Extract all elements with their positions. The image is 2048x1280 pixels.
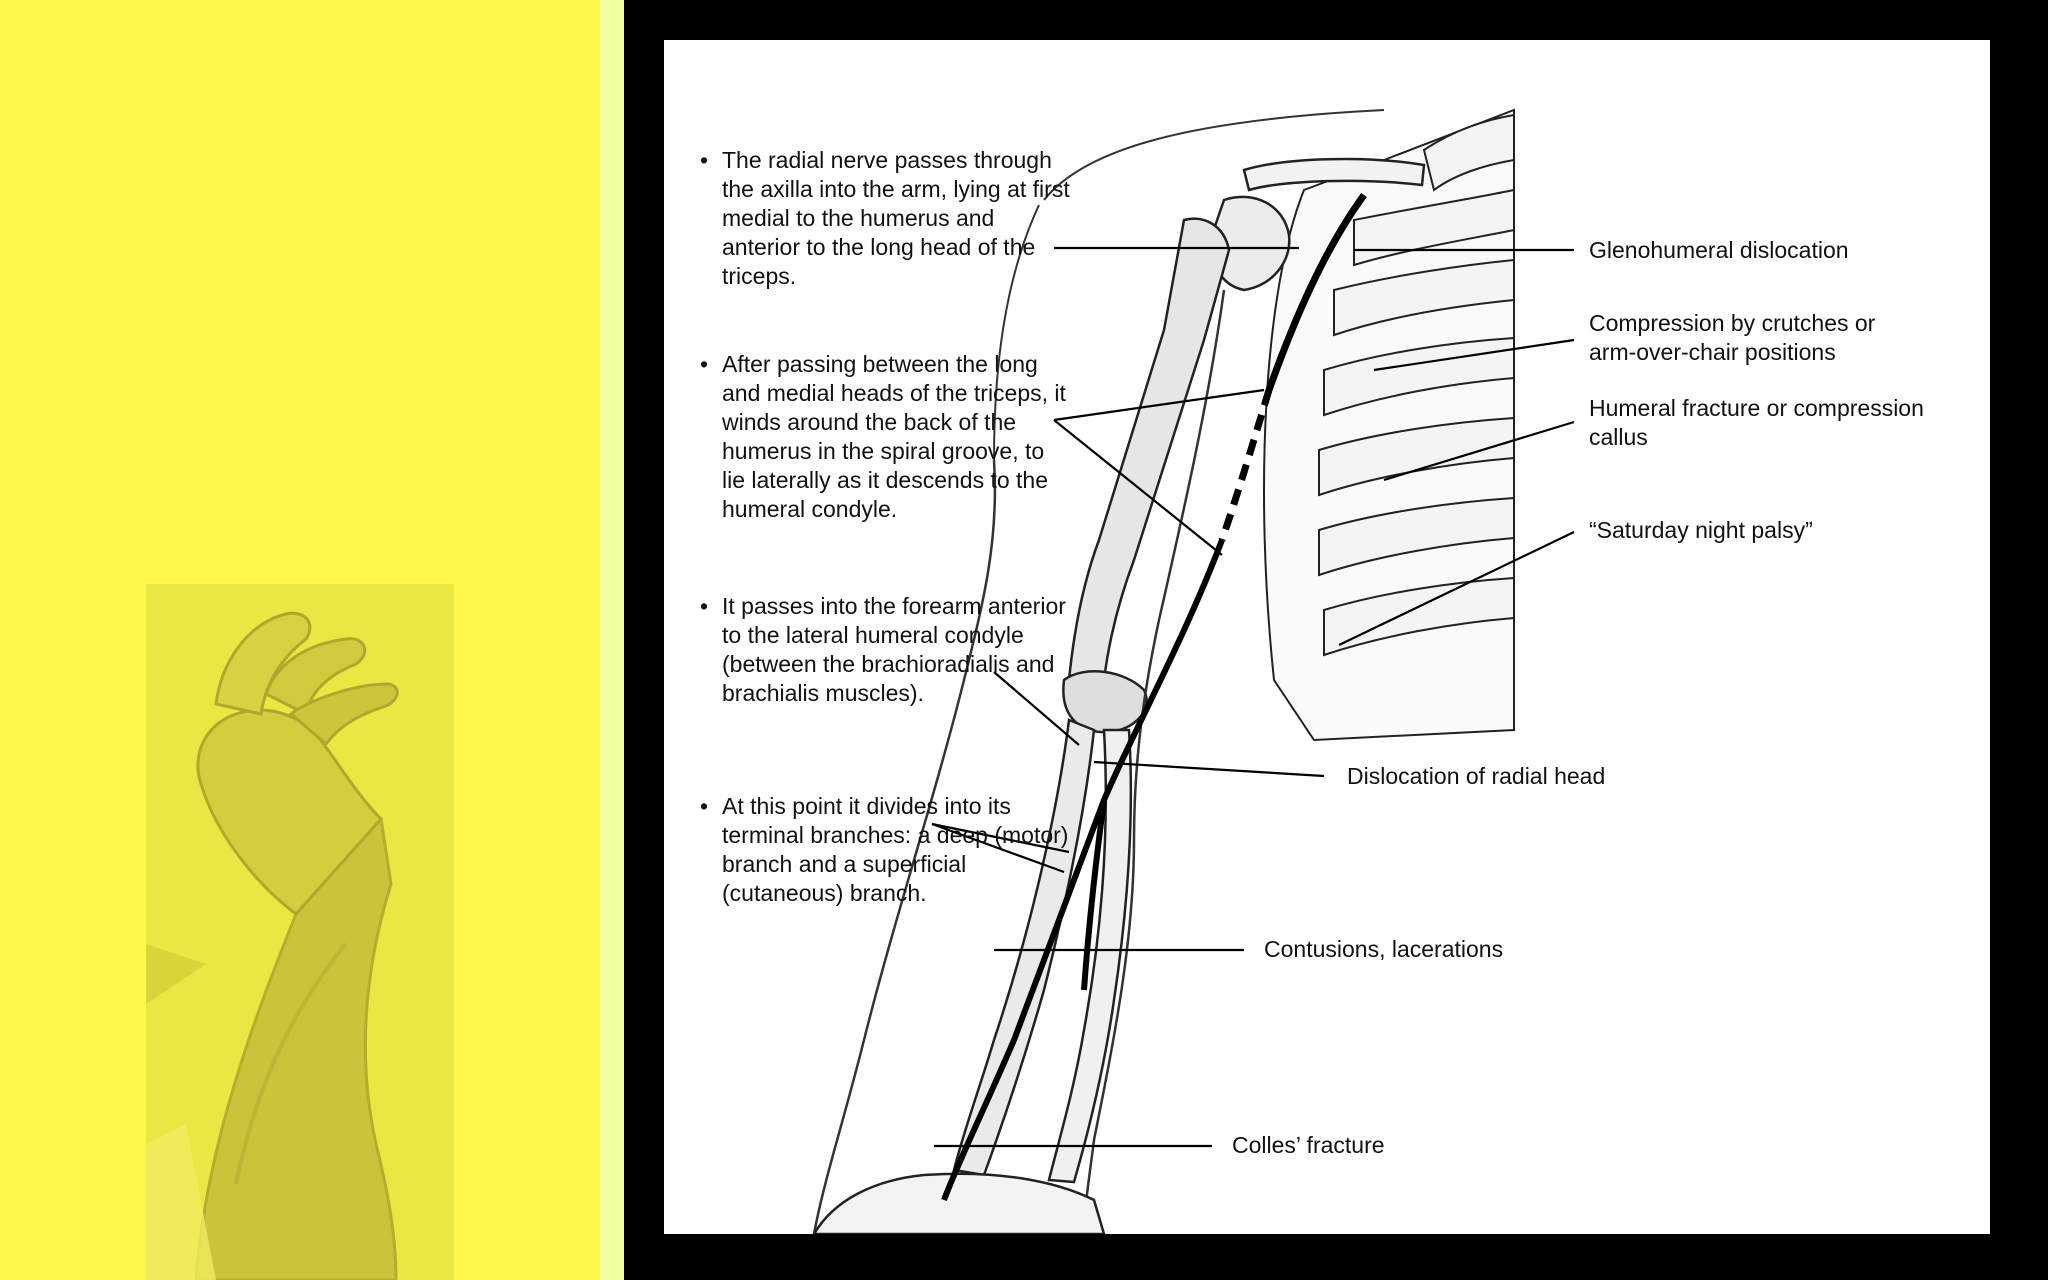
ulna-bone (1047, 728, 1133, 1184)
radial-nerve-deep-branch (1081, 799, 1107, 991)
note-pointer-lines (931, 246, 1299, 874)
radial-nerve-forearm (941, 538, 1225, 1202)
humerus-bone (1067, 217, 1231, 682)
arm-outline-medial (1082, 289, 1226, 1234)
bullet: • (700, 351, 709, 377)
callout-contusions: Contusions, lacerations (1264, 936, 1504, 962)
shoulder-girdle (993, 109, 1426, 461)
radial-nerve-path (1265, 192, 1367, 392)
note-branches: • At this point it divides into its term… (700, 793, 1069, 906)
callout-crutches-line-2: arm-over-chair positions (1589, 339, 1836, 365)
pale-divider-strip (600, 0, 624, 1280)
callout-saturday-night-palsy: “Saturday night palsy” (1589, 517, 1813, 543)
note-axilla: • The radial nerve passes through the ax… (700, 147, 1070, 289)
bullet: • (700, 147, 709, 173)
arm-outline (812, 459, 997, 1234)
callout-glenohumeral: Glenohumeral dislocation (1589, 237, 1849, 263)
radial-nerve-diagram: • The radial nerve passes through the ax… (664, 40, 1990, 1234)
callout-colles-fracture: Colles’ fracture (1232, 1132, 1385, 1158)
rib-cage (1263, 108, 1515, 742)
bullet: • (700, 593, 709, 619)
callout-radial-head: Dislocation of radial head (1347, 763, 1606, 789)
wrist (812, 1172, 1106, 1234)
bullet: • (700, 793, 709, 819)
callout-humeral-line-2: callus (1589, 424, 1648, 450)
note-spiral-groove: • After passing between the long and med… (700, 351, 1066, 522)
note-forearm: • It passes into the forearm anterior to… (700, 593, 1066, 706)
arm-anatomy-illustration (812, 108, 1575, 1234)
radial-nerve-spiral-groove (1218, 388, 1273, 542)
wrist-drop-hand-illustration (146, 584, 454, 1280)
callout-crutches-line-1: Compression by crutches or (1589, 310, 1876, 336)
callout-humeral-line-1: Humeral fracture or compression (1589, 395, 1924, 421)
wrist-drop-photo (146, 584, 454, 1280)
callout-leader-lines (934, 248, 1575, 1148)
